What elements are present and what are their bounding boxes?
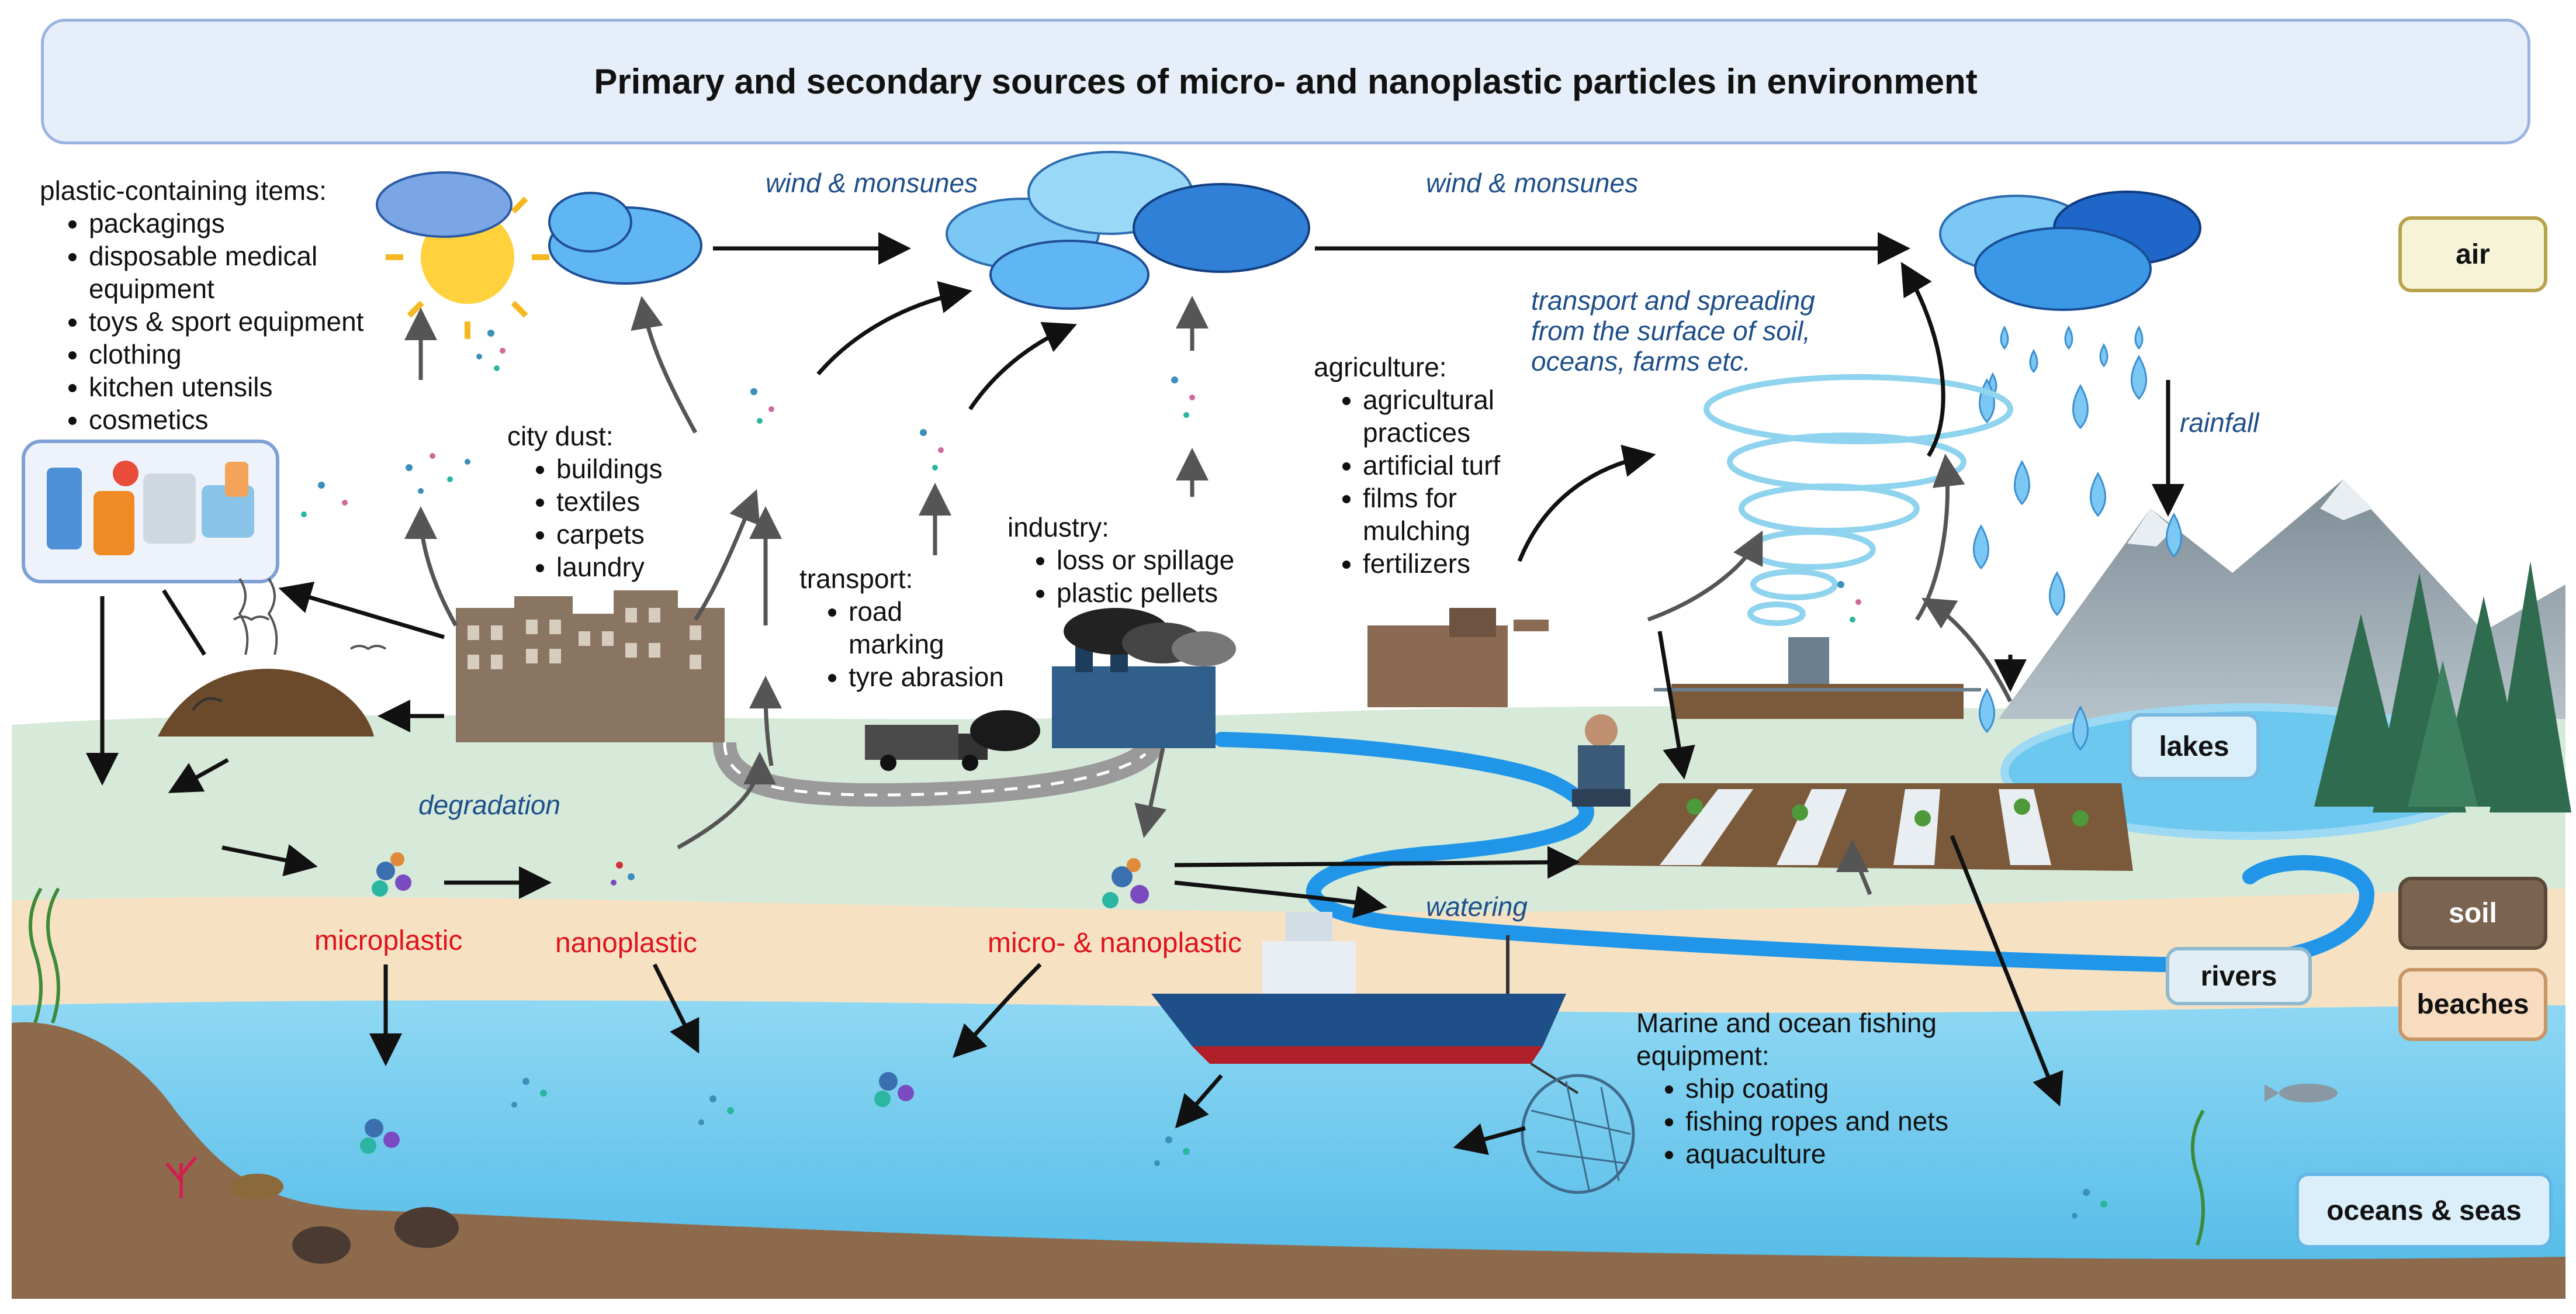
landfill-icon	[158, 578, 387, 736]
degradation-label: degradation	[418, 790, 560, 820]
zone-box-oceans: oceans & seas	[2295, 1173, 2553, 1249]
title-banner: Primary and secondary sources of micro- …	[41, 19, 2530, 144]
city-dust-heading: city dust:	[507, 421, 614, 451]
rainfall-label: rainfall	[2180, 407, 2259, 438]
tractor-icon	[1654, 637, 1981, 719]
list-item: films for mulching	[1363, 482, 1515, 547]
rain-cloud-icon	[1939, 191, 2201, 311]
microplastic-label: microplastic	[314, 925, 463, 956]
list-item: textiles	[556, 485, 663, 518]
list-item: disposable medical equipment	[89, 240, 346, 305]
list-item: clothing	[89, 338, 363, 371]
river	[1214, 732, 2375, 973]
wind-label: wind & monsunes	[1426, 168, 1639, 198]
list-item: fertilizers	[1363, 547, 1515, 580]
page-title: Primary and secondary sources of micro- …	[594, 62, 1978, 101]
list-item: fishing ropes and nets	[1685, 1105, 1964, 1137]
zone-box-rivers: rivers	[2166, 947, 2312, 1005]
industry-list: industry: loss or spillage plastic pelle…	[1007, 511, 1234, 609]
zone-box-soil: soil	[2398, 877, 2547, 950]
list-item: aquaculture	[1685, 1137, 1964, 1170]
plastic-items-heading: plastic-containing items:	[40, 175, 327, 206]
cloud-cluster-icon	[946, 151, 1310, 310]
crop-field	[1572, 783, 2133, 871]
city-dust-list: city dust: buildings textiles carpets la…	[507, 420, 663, 583]
list-item: agricultural practices	[1363, 383, 1515, 449]
farmer-icon	[1572, 714, 1630, 807]
turtle-icon	[231, 1174, 283, 1199]
list-item: toys & sport equipment	[89, 305, 363, 338]
harvester-icon	[1367, 608, 1549, 707]
list-item: kitchen utensils	[89, 371, 363, 403]
trees	[2314, 561, 2571, 812]
nanoplastic-label: nanoplastic	[555, 928, 697, 959]
fish-icon	[2265, 1084, 2338, 1102]
list-item: plastic pellets	[1057, 576, 1234, 609]
micro-nanoplastic-label: micro- & nanoplastic	[988, 928, 1242, 959]
plastic-items-image	[22, 440, 279, 583]
coral-icon	[165, 1156, 198, 1198]
mussels-icon	[292, 1207, 459, 1264]
factory-icon	[1052, 608, 1236, 748]
watering-label: watering	[1426, 891, 1528, 922]
list-item: road marking	[849, 595, 944, 661]
industry-heading: industry:	[1007, 512, 1109, 542]
cloud-icon	[376, 171, 702, 285]
ship-icon	[1151, 912, 1566, 1064]
seafloor	[12, 1022, 2565, 1299]
zone-box-beaches: beaches	[2398, 968, 2547, 1041]
transport-list: transport: road marking tyre abrasion	[799, 562, 1004, 693]
city-buildings-icon	[456, 590, 725, 742]
seaweed-icon	[29, 887, 2205, 1246]
list-item: artificial turf	[1363, 449, 1515, 482]
list-item: cosmetics	[89, 403, 363, 436]
raindrops-icon	[1973, 325, 2182, 751]
list-item: laundry	[556, 551, 663, 583]
list-item: loss or spillage	[1057, 544, 1234, 576]
transport-heading: transport:	[799, 563, 913, 594]
agriculture-heading: agriculture:	[1314, 352, 1447, 382]
list-item: packagings	[89, 207, 363, 240]
list-item: buildings	[556, 452, 663, 485]
marine-heading: Marine and ocean fishing equipment:	[1636, 1008, 1937, 1071]
particles	[301, 330, 2107, 1219]
marine-list: Marine and ocean fishing equipment: ship…	[1636, 1007, 1964, 1170]
wind-label: wind & monsunes	[766, 168, 978, 198]
zone-box-air: air	[2398, 216, 2547, 292]
flow-arrows	[86, 232, 2184, 1155]
list-item: tyre abrasion	[849, 661, 1004, 693]
agriculture-list: agriculture: agricultural practices arti…	[1314, 351, 1515, 580]
tornado-icon	[1704, 374, 2013, 626]
transport-spreading-label: transport and spreading from the surface…	[1531, 285, 1815, 376]
truck-icon	[865, 710, 1040, 771]
list-item: carpets	[556, 518, 663, 551]
zone-box-lakes: lakes	[2128, 713, 2260, 780]
plastic-items-list: plastic-containing items: packagings dis…	[40, 174, 363, 436]
list-item: ship coating	[1685, 1072, 1964, 1105]
fishing-net-icon	[1521, 1063, 1635, 1194]
